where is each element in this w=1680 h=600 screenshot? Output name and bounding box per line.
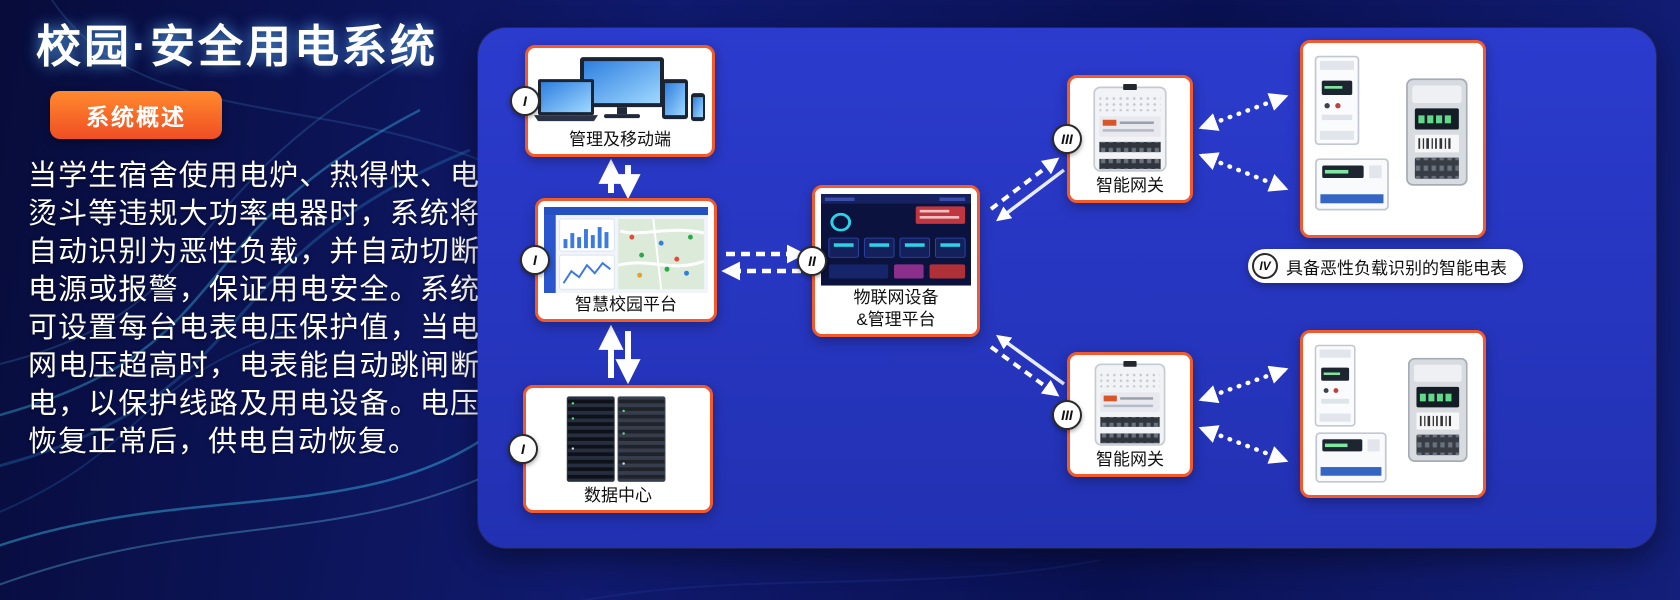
node-data-center: I 数据中心 — [508, 385, 713, 513]
gateway-device-illustration — [1076, 361, 1184, 448]
left-column: 校园·安全用电系统 系统概述 当学生宿舍使用电炉、热得快、电烫斗等违规大功率电器… — [28, 10, 484, 461]
iot-platform-illustration — [821, 194, 971, 286]
devices-illustration — [534, 57, 705, 122]
diagram-panel: I 管理及移动端 I — [478, 28, 1656, 548]
badge-smart-meter-note: IV — [1252, 253, 1278, 279]
node-label-gateway-top: 智能网关 — [1096, 176, 1164, 196]
node-label-gateway-bottom: 智能网关 — [1096, 450, 1164, 470]
badge-campus-platform: I — [520, 245, 550, 275]
node-smart-gateway-top: III 智能网关 — [1052, 75, 1193, 203]
badge-iot-platform: II — [797, 246, 827, 276]
smart-meters-illustration — [1314, 55, 1468, 211]
server-rack-illustration — [566, 396, 666, 482]
page-title: 校园·安全用电系统 — [36, 21, 438, 72]
badge-gateway-bottom: III — [1052, 399, 1082, 430]
badge-gateway-top: III — [1052, 124, 1082, 154]
node-label-campus-platform: 智慧校园平台 — [575, 295, 677, 315]
node-label-data-center: 数据中心 — [584, 486, 652, 506]
badge-data-center: I — [508, 434, 538, 464]
node-management-terminal: I 管理及移动端 — [510, 45, 715, 157]
node-label-iot-line1: 物联网设备 — [853, 287, 939, 307]
system-description: 当学生宿舍使用电炉、热得快、电烫斗等违规大功率电器时，系统将自动识别为恶性负载，… — [28, 160, 480, 458]
system-overview-badge: 系统概述 — [50, 91, 222, 139]
node-smart-meters-bottom — [1300, 330, 1486, 498]
smart-meters-illustration — [1314, 344, 1468, 483]
node-iot-platform: II 物联网设备 — [797, 185, 980, 337]
smart-meter-note-label: 具备恶性负载识别的智能电表 — [1286, 258, 1507, 278]
smart-meter-note-pill: IV 具备恶性负载识别的智能电表 — [1248, 249, 1523, 283]
badge-management: I — [510, 86, 540, 116]
gateway-device-illustration — [1076, 84, 1184, 174]
node-label-iot-line2: &管理平台 — [856, 310, 936, 330]
node-campus-platform: I — [520, 198, 717, 322]
node-label-management: 管理及移动端 — [569, 130, 671, 150]
node-smart-meters-top — [1300, 40, 1486, 238]
campus-dashboard-illustration — [544, 207, 708, 294]
node-smart-gateway-bottom: III 智能网关 — [1052, 352, 1193, 477]
